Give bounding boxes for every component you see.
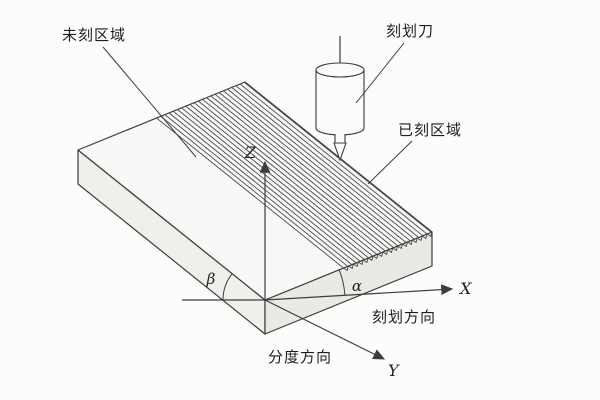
tool-tip-cone (333, 142, 347, 162)
beta-angle-label: β (206, 270, 216, 288)
scribing-tool (315, 36, 365, 162)
z-axis-label: Z (244, 143, 257, 162)
scribing-tool-label: 刻划刀 (386, 23, 434, 40)
alpha-angle-label: α (352, 277, 362, 295)
scribed-area-leader (367, 140, 413, 185)
scribing-tool-leader (355, 42, 405, 104)
y-axis (264, 299, 386, 360)
x-axis-label: X (458, 279, 472, 298)
scribed-area-label: 已刻区域 (398, 122, 462, 139)
beta-angle-arc (222, 273, 233, 301)
index-direction-label: 分度方向 (268, 349, 332, 366)
scribed-groove-lines (156, 81, 432, 269)
tool-neck (334, 134, 346, 144)
scribe-direction-label: 刻划方向 (372, 309, 436, 326)
alpha-angle-arc (338, 269, 346, 296)
serrated-front-edge (343, 231, 433, 272)
tool-top-face (315, 62, 365, 78)
y-axis-label: Y (388, 361, 400, 380)
x-axis (264, 284, 454, 301)
unscribed-area-leader (102, 46, 197, 158)
unscribed-area-label: 未刻区域 (62, 27, 126, 44)
